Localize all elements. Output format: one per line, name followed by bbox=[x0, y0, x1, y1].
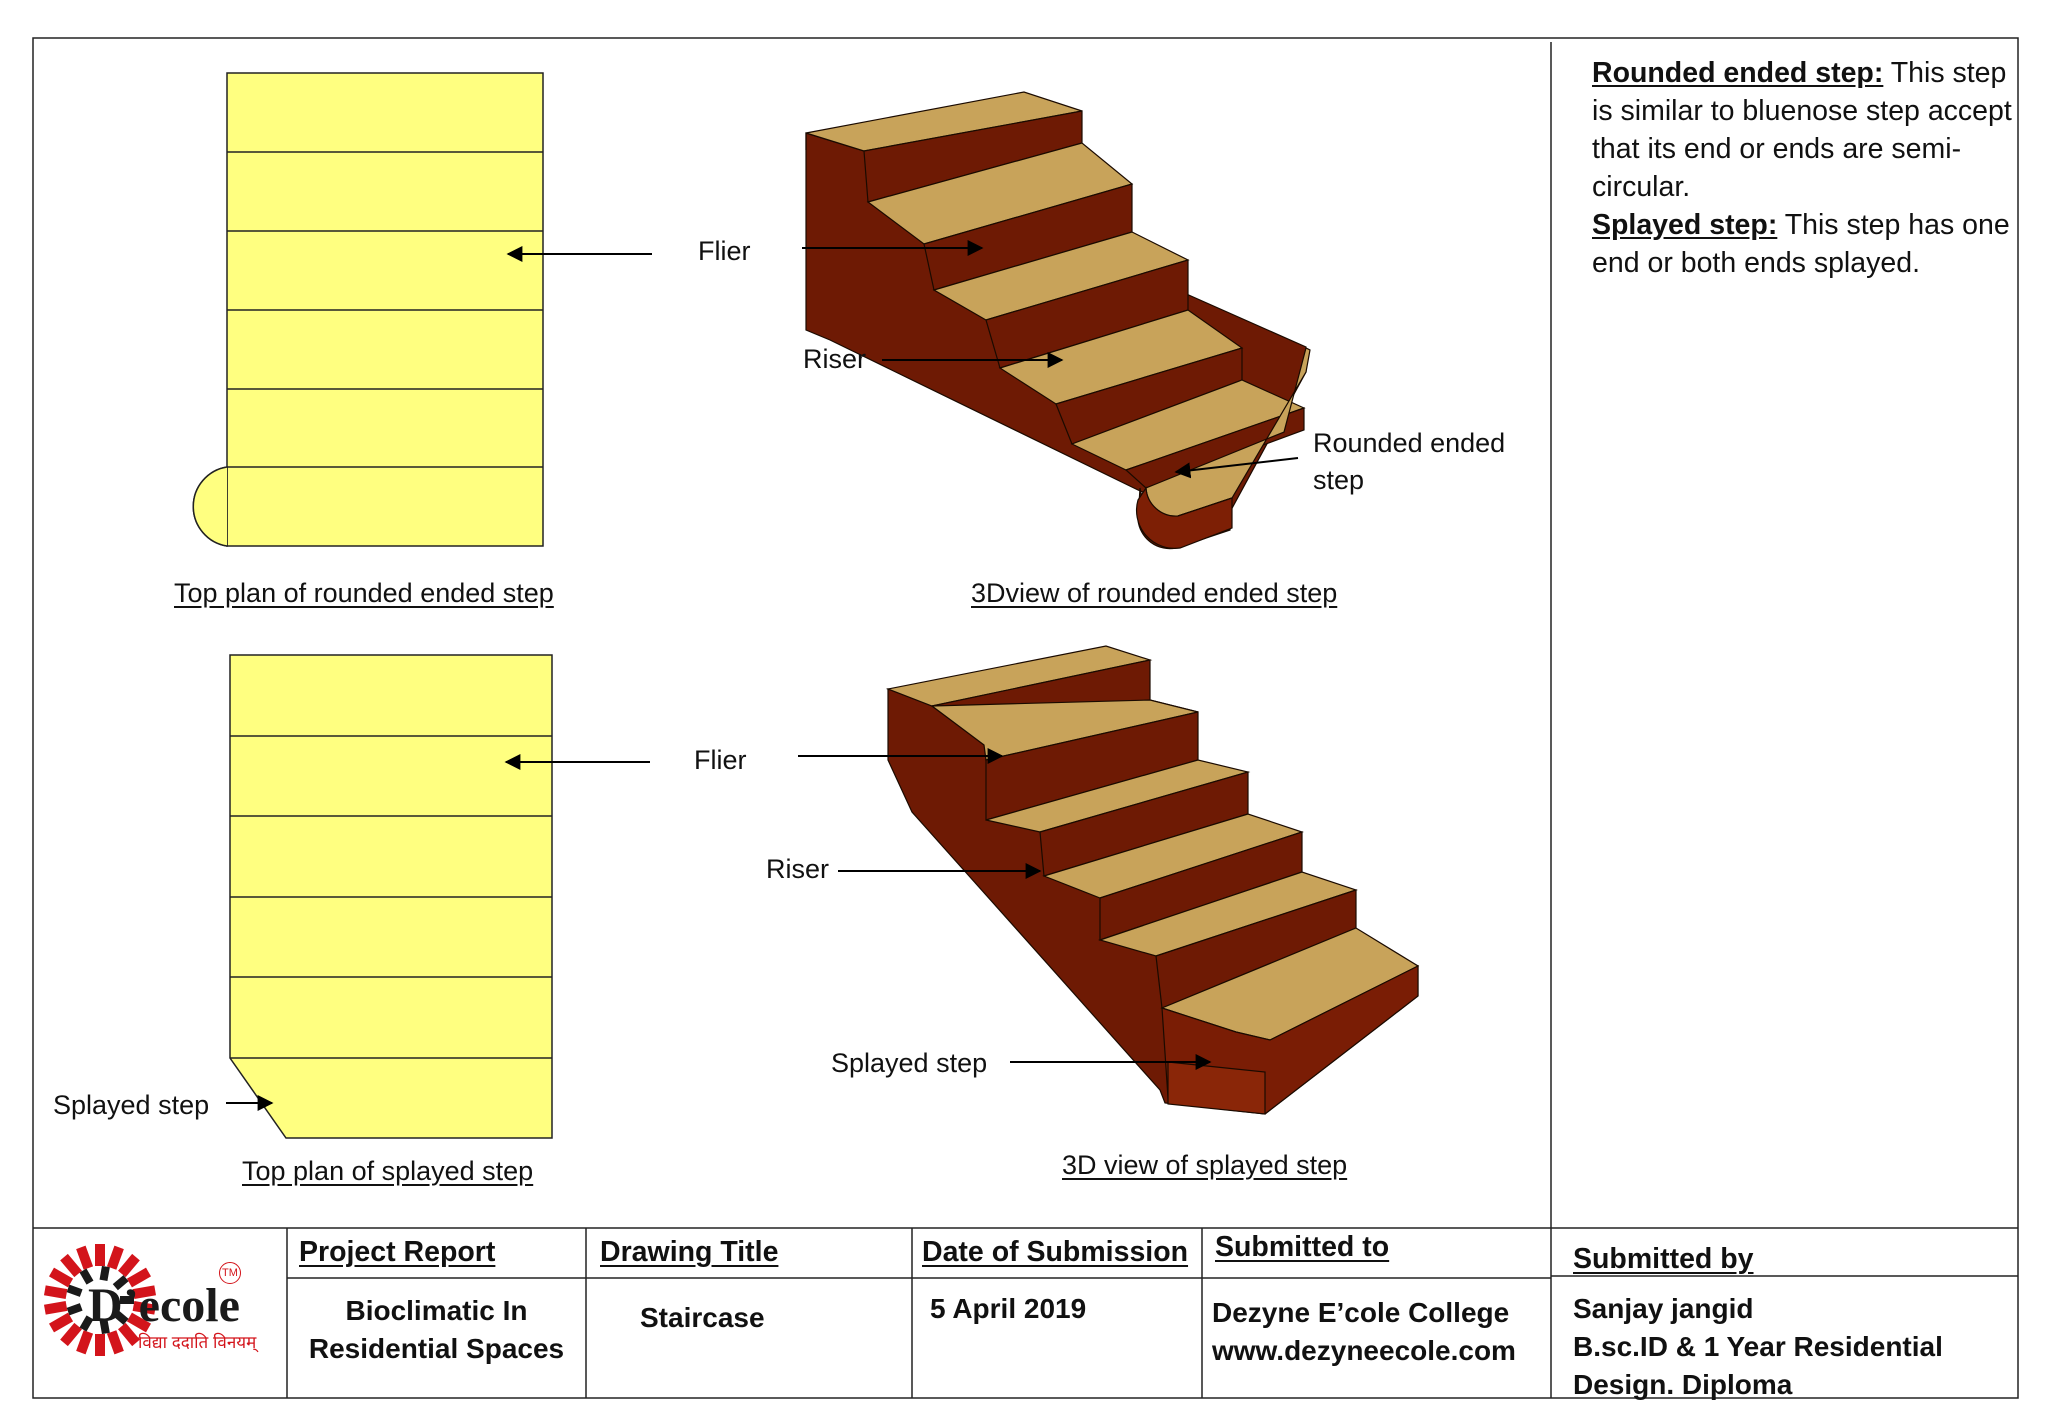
top-plan-splayed-step bbox=[226, 654, 650, 1139]
logo-wordmark: D’ecole bbox=[88, 1279, 240, 1332]
submitted-by-line3: Design. Diploma bbox=[1573, 1369, 1793, 1400]
logo-sunburst-icon bbox=[43, 1244, 157, 1356]
sheet-border bbox=[32, 37, 2019, 1399]
splayed-step-text: This step has one end or both ends splay… bbox=[1592, 209, 2010, 279]
logo-trademark: TM bbox=[219, 1262, 241, 1284]
top-plan-rounded-step bbox=[192, 72, 652, 547]
submitted-to-value: Dezyne E’cole College www.dezyneecole.co… bbox=[1212, 1294, 1516, 1370]
caption-3d-rounded: 3Dview of rounded ended step bbox=[971, 578, 1338, 608]
riser-label-bottom: Riser bbox=[766, 854, 830, 884]
splayed-step-title: Splayed step: bbox=[1592, 209, 1778, 241]
project-report-label: Project Report bbox=[299, 1236, 496, 1268]
rounded-step-text: This step is similar to bluenose step ac… bbox=[1592, 57, 2012, 203]
project-report-line1: Bioclimatic In bbox=[345, 1295, 528, 1326]
submitted-by-line2: B.sc.ID & 1 Year Residential bbox=[1573, 1331, 1943, 1362]
description-panel: Rounded ended step: This step is similar… bbox=[1592, 54, 2012, 282]
submitted-by-line1: Sanjay jangid bbox=[1573, 1293, 1754, 1324]
view-3d-splayed-step bbox=[885, 645, 1420, 1115]
caption-3d-splayed: 3D view of splayed step bbox=[1062, 1150, 1348, 1180]
splayed-step-label-plan: Splayed step bbox=[53, 1090, 210, 1120]
submitted-to-label: Submitted to bbox=[1215, 1231, 1390, 1263]
date-of-submission-value: 5 April 2019 bbox=[930, 1293, 1087, 1324]
caption-top-plan-splayed: Top plan of splayed step bbox=[242, 1156, 534, 1186]
project-report-line2: Residential Spaces bbox=[308, 1333, 565, 1364]
riser-label-top: Riser bbox=[803, 344, 867, 374]
submitted-to-line2: www.dezyneecole.com bbox=[1212, 1335, 1516, 1366]
rounded-ended-step-label-line2: step bbox=[1313, 465, 1365, 496]
rounded-ended-step-label: Rounded ended step bbox=[1313, 428, 1505, 496]
submitted-to-line1: Dezyne E’cole College bbox=[1212, 1297, 1510, 1328]
flier-label-top: Flier bbox=[698, 236, 751, 266]
view-3d-rounded-step bbox=[805, 91, 1311, 550]
splayed-step-label-3d: Splayed step bbox=[831, 1048, 988, 1078]
rounded-ended-step-label-line1: Rounded ended bbox=[1313, 428, 1506, 458]
drawing-title-value: Staircase bbox=[640, 1302, 765, 1333]
flier-label-bottom: Flier bbox=[694, 745, 747, 775]
title-block-grid bbox=[33, 1225, 2018, 1398]
drawing-title-label: Drawing Title bbox=[600, 1236, 779, 1268]
rounded-step-title: Rounded ended step: bbox=[1592, 57, 1884, 89]
submitted-by-label: Submitted by bbox=[1573, 1243, 1754, 1275]
date-of-submission-label: Date of Submission bbox=[922, 1236, 1189, 1268]
logo-tagline: विद्या ददाति विनयम् bbox=[138, 1333, 257, 1352]
caption-top-plan-rounded: Top plan of rounded ended step bbox=[174, 578, 554, 608]
project-report-value: Bioclimatic In Residential Spaces bbox=[287, 1292, 586, 1368]
submitted-by-value: Sanjay jangid B.sc.ID & 1 Year Residenti… bbox=[1573, 1290, 1943, 1404]
